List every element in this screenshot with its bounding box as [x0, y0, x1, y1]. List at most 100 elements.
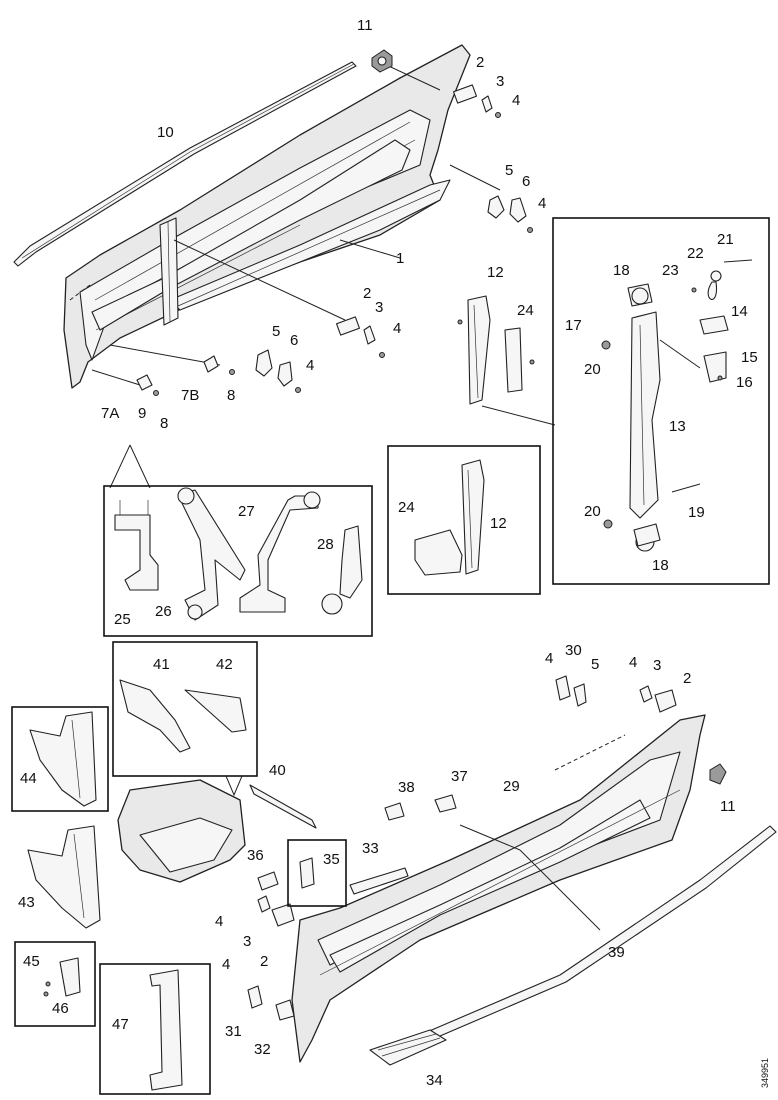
callout-1: 1	[396, 250, 404, 267]
callout-4: 4	[306, 357, 314, 374]
callout-46: 46	[52, 1000, 69, 1017]
callout-17: 17	[565, 317, 582, 334]
detail-box-45-46	[14, 941, 96, 1027]
callout-4: 4	[512, 92, 520, 109]
callout-3: 3	[653, 657, 661, 674]
callout-12: 12	[487, 264, 504, 281]
callout-6: 6	[522, 173, 530, 190]
callout-18: 18	[613, 262, 630, 279]
callout-labels: 11 2 3 4 10 5 6 4 1 2 3 4 5 6 4 7B 8 7A …	[18, 17, 758, 1089]
detail-box-44	[11, 706, 109, 812]
callout-47: 47	[112, 1016, 129, 1033]
callout-40: 40	[269, 762, 286, 779]
callout-2: 2	[476, 54, 484, 71]
latch-set-7	[136, 355, 235, 396]
callout-7b: 7B	[181, 387, 199, 404]
callout-18: 18	[652, 557, 669, 574]
callout-4: 4	[215, 913, 223, 930]
callout-4: 4	[538, 195, 546, 212]
callout-2: 2	[683, 670, 691, 687]
clip-11-top	[371, 49, 393, 73]
callout-12: 12	[490, 515, 507, 532]
callout-23: 23	[662, 262, 679, 279]
callout-20: 20	[584, 503, 601, 520]
bracket-12-24-lower	[414, 459, 485, 576]
callout-13: 13	[669, 418, 686, 435]
callout-44: 44	[20, 770, 37, 787]
part-45	[43, 957, 81, 997]
bracket-28	[321, 525, 363, 615]
callout-14: 14	[731, 303, 748, 320]
callout-37: 37	[451, 768, 468, 785]
callout-11: 11	[720, 798, 736, 815]
callout-26: 26	[155, 603, 172, 620]
callout-5: 5	[272, 323, 280, 340]
bracket-25	[114, 500, 159, 591]
callout-24: 24	[398, 499, 415, 516]
bracket-26	[177, 487, 246, 621]
callout-35: 35	[323, 851, 340, 868]
hinge-set-middle	[255, 316, 385, 393]
callout-43: 43	[18, 894, 35, 911]
callout-3: 3	[243, 933, 251, 950]
callout-11: 11	[357, 17, 373, 34]
detail-box-41-42	[112, 641, 258, 777]
callout-4: 4	[629, 654, 637, 671]
bracket-12-24-upper	[457, 295, 535, 405]
callout-7a: 7A	[101, 405, 119, 422]
detail-box-35	[287, 839, 347, 907]
callout-4: 4	[222, 956, 230, 973]
callout-3: 3	[375, 299, 383, 316]
callout-4: 4	[393, 320, 401, 337]
callout-5: 5	[591, 656, 599, 673]
callout-2: 2	[260, 953, 268, 970]
part-44	[29, 711, 97, 807]
callout-5: 5	[505, 162, 513, 179]
callout-38: 38	[398, 779, 415, 796]
callout-25: 25	[114, 611, 131, 628]
detail-box-12-24	[387, 445, 541, 595]
part-47	[149, 969, 183, 1091]
part-43	[27, 825, 101, 929]
support-13	[601, 283, 701, 552]
callout-9: 9	[138, 405, 146, 422]
callout-24: 24	[517, 302, 534, 319]
callout-39: 39	[608, 944, 625, 961]
callout-19: 19	[688, 504, 705, 521]
callout-10: 10	[157, 124, 174, 141]
callout-42: 42	[216, 656, 233, 673]
detail-box-25-28	[103, 485, 373, 637]
callout-4: 4	[545, 650, 553, 667]
document-number: 349951	[760, 1058, 770, 1088]
callout-33: 33	[362, 840, 379, 857]
callout-29: 29	[503, 778, 520, 795]
hinge-set-upper-right	[453, 84, 533, 233]
parts-41-42	[119, 679, 247, 753]
part-35	[299, 857, 315, 889]
callout-16: 16	[736, 374, 753, 391]
callout-41: 41	[153, 656, 170, 673]
detail-box-47	[99, 963, 211, 1095]
upper-panel	[13, 44, 501, 389]
battery-box	[117, 779, 317, 883]
callout-31: 31	[225, 1023, 242, 1040]
callout-36: 36	[247, 847, 264, 864]
callout-3: 3	[496, 73, 504, 90]
callout-20: 20	[584, 361, 601, 378]
callout-27: 27	[238, 503, 255, 520]
latch-14-15-22	[691, 259, 753, 383]
callout-30: 30	[565, 642, 582, 659]
lower-panel	[247, 675, 777, 1066]
callout-21: 21	[717, 231, 734, 248]
callout-45: 45	[23, 953, 40, 970]
detail-box-13-23	[552, 217, 770, 585]
callout-32: 32	[254, 1041, 271, 1058]
callout-8: 8	[160, 415, 168, 432]
callout-34: 34	[426, 1072, 443, 1089]
callout-15: 15	[741, 349, 758, 366]
callout-6: 6	[290, 332, 298, 349]
callout-22: 22	[687, 245, 704, 262]
callout-8: 8	[227, 387, 235, 404]
